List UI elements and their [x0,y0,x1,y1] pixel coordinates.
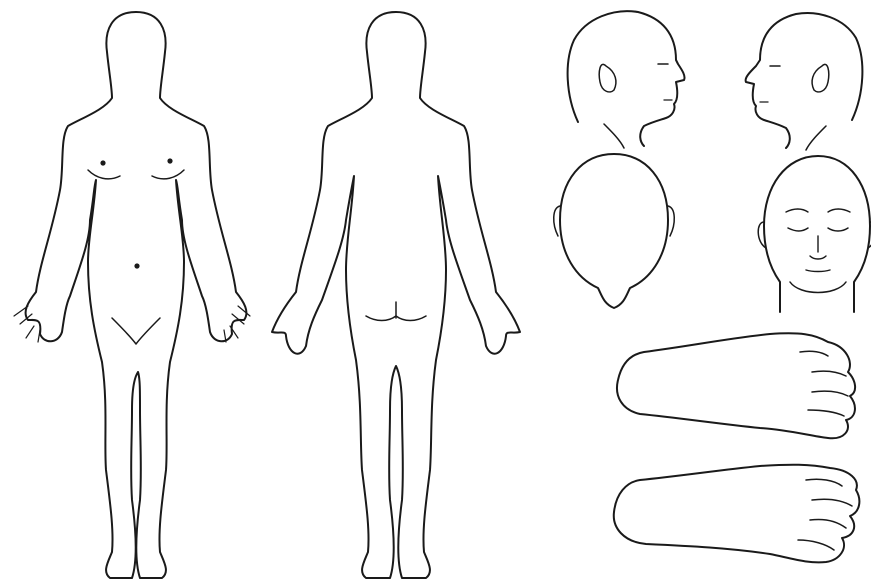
head-top-outline [560,154,668,308]
chest-left-line [88,170,120,179]
head-right-profile-outline [568,11,685,146]
mouth-front [806,270,830,272]
foot-sole-top-view [617,333,855,438]
foot-sole-bottom-view [614,465,860,563]
head-right-profile-jaw [604,124,624,148]
head-top-view [554,154,675,308]
eyebrow-right [828,209,850,212]
body-front-view [14,12,250,578]
nipple-right [167,158,172,163]
eyebrow-left [786,209,808,212]
navel [134,263,139,268]
nipple-left [100,160,105,165]
face-front-outline [764,156,870,312]
head-left-profile-view [746,13,863,150]
body-back-view [272,12,520,578]
chest-right-line [152,170,184,179]
eye-closed-left [788,228,808,231]
face-chin [790,282,846,293]
groin-line [112,318,160,344]
nose [810,236,826,259]
eye-closed-right [828,228,848,231]
head-right-profile-view [568,11,685,148]
ear-right-profile [599,64,616,92]
face-front-view [758,156,871,312]
head-left-profile-outline [746,13,863,148]
body-back-outline [272,12,520,578]
toes-bottom-separators [798,479,852,550]
body-front-outline [26,12,247,578]
foot-sole-top-outline [617,333,855,438]
ear-left-profile [812,64,829,92]
hand-front-left [14,306,40,342]
head-left-profile-jaw [806,126,826,150]
toes-top-separators [800,351,848,416]
